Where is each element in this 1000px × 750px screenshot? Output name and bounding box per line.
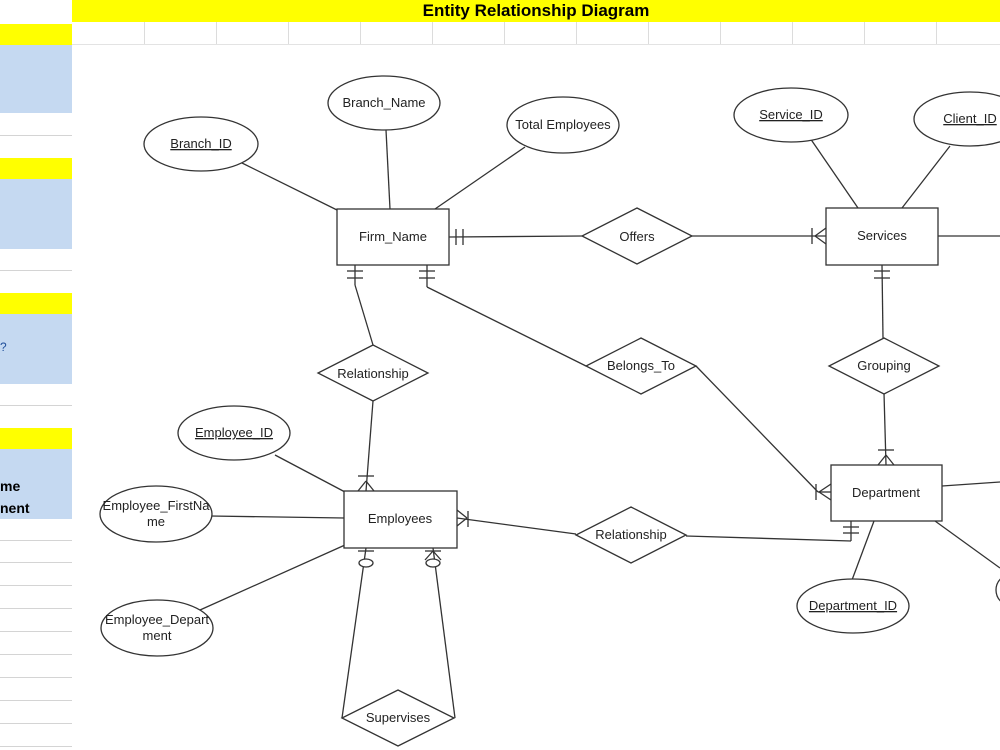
entity-employees: Employees: [343, 490, 458, 549]
relationship-belongs-to: Belongs_To: [584, 337, 698, 395]
relationship-label: Belongs_To: [607, 358, 675, 373]
optional-circle-marker: [358, 558, 374, 568]
left-text-fragment-2: nent: [0, 500, 30, 516]
entity-label: Department: [852, 485, 920, 500]
svg-text:Employee_FirstNa: Employee_FirstNa: [103, 498, 211, 513]
svg-text:ment: ment: [143, 628, 172, 643]
relationship-supervises: Supervises: [340, 689, 456, 747]
entity-label: Employees: [368, 511, 433, 526]
relationship-grouping: Grouping: [827, 337, 941, 395]
svg-text:Employee_Depart: Employee_Depart: [105, 612, 209, 627]
svg-text:Employee_ID: Employee_ID: [195, 425, 273, 440]
connector-lines: [199, 129, 1000, 719]
entity-services: Services: [825, 207, 939, 266]
left-blue-block-2: [0, 179, 72, 249]
attribute-employee-department: Employee_Depart ment: [100, 599, 214, 657]
relationship-firm-employees: Relationship: [316, 344, 430, 402]
entity-label: Firm_Name: [359, 229, 427, 244]
attribute-branch-name: Branch_Name: [327, 75, 441, 131]
attribute-service-id: Service_ID: [733, 87, 849, 143]
sheet-grid-row: [72, 22, 1000, 45]
attribute-employee-firstname: Employee_FirstNa me: [99, 485, 213, 543]
attribute-client-id: Client_ID: [913, 91, 1000, 147]
relationship-label: Relationship: [337, 366, 409, 381]
relationship-offers: Offers: [580, 207, 694, 265]
left-panel-marker: ?: [0, 340, 7, 354]
page-title: Entity Relationship Diagram: [72, 0, 1000, 22]
entity-firm-name: Firm_Name: [336, 208, 450, 266]
optional-circle-marker: [425, 558, 441, 568]
left-sheet-panel: ? me nent: [0, 0, 72, 750]
entity-label: Services: [857, 228, 907, 243]
relationship-label: Grouping: [857, 358, 910, 373]
left-header-band-3: [0, 293, 72, 314]
relationship-label: Offers: [619, 229, 655, 244]
left-header-band-1: [0, 24, 72, 45]
attribute-branch-id: Branch_ID: [143, 116, 259, 172]
left-header-band-4: [0, 428, 72, 449]
relationship-label: Relationship: [595, 527, 667, 542]
svg-text:Branch_ID: Branch_ID: [170, 136, 231, 151]
attribute-total-employees: Total Employees: [506, 96, 620, 154]
attribute-partial-offscreen: [995, 578, 1000, 602]
svg-text:Client_ID: Client_ID: [943, 111, 996, 126]
left-blue-block-1: [0, 45, 72, 113]
entity-department: Department: [830, 464, 943, 522]
svg-text:me: me: [147, 514, 165, 529]
relationship-label: Supervises: [366, 710, 431, 725]
relationship-employees-department: Relationship: [574, 506, 688, 564]
left-blue-block-4: [0, 449, 72, 519]
left-blue-block-3: [0, 314, 72, 384]
left-text-fragment-1: me: [0, 478, 21, 494]
svg-text:Department_ID: Department_ID: [809, 598, 897, 613]
svg-text:Service_ID: Service_ID: [759, 107, 823, 122]
svg-text:Total Employees: Total Employees: [515, 117, 611, 132]
svg-text:Branch_Name: Branch_Name: [342, 95, 425, 110]
cardinality-markers: [347, 227, 895, 561]
attribute-employee-id: Employee_ID: [177, 405, 291, 461]
left-header-band-2: [0, 158, 72, 179]
attribute-department-id: Department_ID: [796, 578, 910, 634]
